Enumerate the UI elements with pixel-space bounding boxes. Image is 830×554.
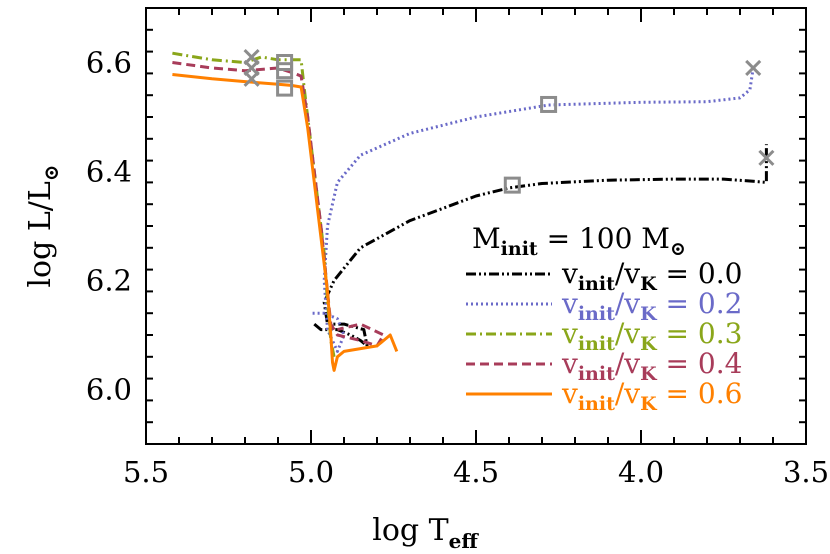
legend-label-4: vinit/vK = 0.6 bbox=[561, 377, 742, 415]
legend-title-pre-sub: init bbox=[501, 238, 538, 260]
square-marker-4 bbox=[276, 79, 294, 97]
legend-label-part: init bbox=[578, 363, 615, 385]
x-tick-label: 3.5 bbox=[783, 455, 829, 489]
legend-label-part: /v bbox=[615, 377, 640, 410]
cross-stroke bbox=[745, 59, 762, 77]
x-axis-title: log Teff bbox=[372, 513, 479, 553]
x-axis-title-sub: eff bbox=[449, 529, 480, 553]
y-tick-label: 6.4 bbox=[86, 155, 132, 189]
legend-label-part: /v bbox=[615, 257, 640, 290]
series-line-3 bbox=[172, 61, 386, 348]
marker-layer bbox=[243, 48, 775, 194]
x-tick-label: 5.5 bbox=[123, 455, 169, 489]
legend-label-part: K bbox=[640, 273, 658, 295]
legend-label-part: = 0.3 bbox=[657, 317, 743, 350]
legend-title-post-sub: ⊙ bbox=[670, 238, 686, 260]
axis-ticks bbox=[145, 7, 807, 445]
cross-marker-0 bbox=[758, 149, 775, 166]
legend-label-part: = 0.6 bbox=[657, 377, 743, 410]
legend-label-1: vinit/vK = 0.2 bbox=[561, 287, 742, 325]
y-tick-label: 6.2 bbox=[86, 264, 132, 298]
legend-label-part: K bbox=[640, 333, 658, 355]
y-tick-label: 6.6 bbox=[86, 46, 132, 80]
legend-label-part: init bbox=[578, 393, 615, 415]
legend-label-part: v bbox=[561, 287, 578, 320]
cross-marker-4 bbox=[243, 70, 260, 87]
cross-marker-1 bbox=[745, 59, 762, 77]
legend-label-3: vinit/vK = 0.4 bbox=[561, 347, 742, 385]
legend-label-part: K bbox=[640, 303, 658, 325]
legend-label-part: = 0.4 bbox=[657, 347, 743, 380]
legend-label-part: = 0.2 bbox=[657, 287, 743, 320]
square-marker-1 bbox=[540, 95, 558, 113]
legend-label-part: v bbox=[561, 347, 578, 380]
legend-label-2: vinit/vK = 0.3 bbox=[561, 317, 742, 355]
y-axis-title-sub: ⊙ bbox=[39, 164, 63, 181]
legend-label-part: = 0.0 bbox=[657, 257, 743, 290]
legend-label-part: v bbox=[561, 377, 578, 410]
legend-label-part: init bbox=[578, 273, 615, 295]
tick-labels: 5.5 5.0 4.5 4.0 3.5 6.0 6.2 6.4 6.6 bbox=[86, 46, 829, 490]
legend-label-part: init bbox=[578, 333, 615, 355]
cross-stroke bbox=[243, 70, 260, 87]
legend-label-part: init bbox=[578, 303, 615, 325]
legend-title: Minit = 100 M⊙ bbox=[472, 222, 686, 260]
legend-title-pre: M bbox=[472, 222, 501, 255]
y-tick-label: 6.0 bbox=[86, 373, 132, 407]
x-tick-label: 4.5 bbox=[453, 455, 499, 489]
y-axis-title-main: log L/L bbox=[23, 181, 58, 287]
legend-title-mid: = 100 M bbox=[538, 222, 670, 255]
legend-label-0: vinit/vK = 0.0 bbox=[561, 257, 742, 295]
series-line-1 bbox=[312, 67, 755, 353]
legend-label-part: v bbox=[561, 317, 578, 350]
square-marker-0 bbox=[503, 176, 521, 194]
legend-label-part: K bbox=[640, 363, 658, 385]
legend-label-part: K bbox=[640, 393, 658, 415]
x-axis-title-main: log T bbox=[372, 513, 448, 548]
y-axis-title: log L/L⊙ bbox=[23, 164, 63, 287]
square-marker-3 bbox=[276, 62, 294, 80]
legend-label-part: /v bbox=[615, 287, 640, 320]
cross-stroke bbox=[758, 149, 775, 166]
series-line-2 bbox=[172, 51, 336, 358]
legend-label-part: /v bbox=[615, 317, 640, 350]
x-tick-label: 5.0 bbox=[288, 455, 334, 489]
legend-label-part: v bbox=[561, 257, 578, 290]
legend-label-part: /v bbox=[615, 347, 640, 380]
x-tick-label: 4.0 bbox=[618, 455, 664, 489]
